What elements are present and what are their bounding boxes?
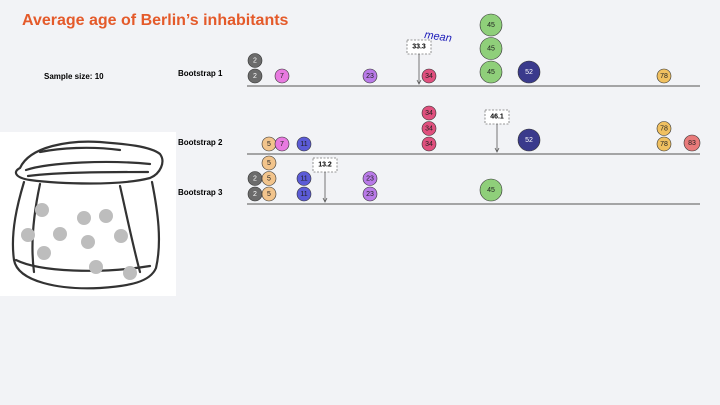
age-ball: 34 [421, 105, 437, 121]
age-ball: 7 [274, 68, 290, 84]
age-value: 78 [660, 126, 668, 133]
age-value: 5 [267, 141, 271, 148]
age-value: 34 [425, 126, 433, 133]
age-value: 2 [253, 191, 257, 198]
age-ball: 45 [479, 13, 503, 37]
age-value: 7 [280, 73, 284, 80]
mean-marker: 33.3 [406, 39, 432, 85]
age-value: 78 [660, 73, 668, 80]
age-value: 34 [425, 141, 433, 148]
age-ball: 52 [517, 128, 541, 152]
bootstrap-label: Bootstrap 1 [178, 69, 223, 78]
age-value: 5 [267, 176, 271, 183]
age-ball: 5 [261, 186, 277, 202]
age-ball: 34 [421, 136, 437, 152]
age-ball: 52 [517, 60, 541, 84]
age-value: 52 [525, 137, 533, 144]
age-ball: 5 [261, 155, 277, 171]
age-value: 7 [280, 141, 284, 148]
bootstrap-row: Bootstrap 2 5 7 11 34 34 34 52 78 78 83 46.1 [178, 105, 701, 155]
age-ball: 2 [247, 186, 263, 202]
bootstrap-row: Bootstrap 3 2 2 5 5 5 11 11 23 23 45 13.2 [178, 155, 700, 205]
sample-size-label: Sample size: 10 [44, 72, 104, 81]
mean-value: 46.1 [490, 114, 504, 121]
age-ball: 45 [479, 178, 503, 202]
mean-value: 33.3 [412, 44, 426, 51]
age-ball: 5 [261, 136, 277, 152]
sack-icon [11, 140, 164, 290]
age-value: 45 [487, 22, 495, 29]
age-value: 45 [487, 46, 495, 53]
bootstrap-label: Bootstrap 3 [178, 188, 223, 197]
age-ball: 7 [274, 136, 290, 152]
mean-annotation: mean [424, 29, 453, 45]
age-ball: 78 [656, 136, 672, 152]
age-ball: 45 [479, 60, 503, 84]
age-ball: 23 [362, 171, 378, 186]
age-value: 11 [300, 191, 307, 198]
age-ball: 5 [261, 171, 277, 186]
age-value: 34 [425, 73, 433, 80]
age-value: 23 [366, 191, 374, 198]
age-value: 23 [366, 176, 374, 183]
mean-marker: 13.2 [312, 157, 338, 203]
age-value: 11 [300, 176, 307, 183]
age-value: 23 [366, 73, 374, 80]
bootstrap-row: Bootstrap 1 2 2 7 23 34 45 45 45 52 78 33.3 [178, 13, 700, 87]
age-ball: 34 [421, 68, 437, 84]
age-ball: 11 [296, 171, 312, 186]
age-value: 5 [267, 160, 271, 167]
age-ball: 34 [421, 121, 437, 136]
age-value: 34 [425, 110, 433, 117]
mean-marker: 46.1 [484, 109, 510, 153]
age-ball: 2 [247, 68, 263, 84]
bootstrap-label: Bootstrap 2 [178, 138, 223, 147]
age-ball: 83 [683, 134, 701, 152]
age-value: 2 [253, 176, 257, 183]
age-ball: 2 [247, 53, 263, 68]
age-value: 52 [525, 69, 533, 76]
age-value: 45 [487, 69, 495, 76]
age-ball: 11 [296, 186, 312, 202]
age-ball: 78 [656, 68, 672, 84]
age-value: 2 [253, 58, 257, 65]
age-ball: 11 [296, 136, 312, 152]
age-ball: 78 [656, 121, 672, 136]
mean-value: 13.2 [318, 162, 332, 169]
age-value: 2 [253, 73, 257, 80]
age-ball: 45 [479, 37, 503, 60]
page-title: Average age of Berlin’s inhabitants [22, 12, 289, 29]
age-value: 83 [688, 140, 696, 147]
age-value: 45 [487, 187, 495, 194]
age-ball: 23 [362, 68, 378, 84]
age-ball: 2 [247, 171, 263, 186]
bag-illustration [0, 132, 176, 296]
age-value: 11 [300, 141, 307, 148]
age-ball: 23 [362, 186, 378, 202]
age-value: 5 [267, 191, 271, 198]
age-value: 78 [660, 141, 668, 148]
